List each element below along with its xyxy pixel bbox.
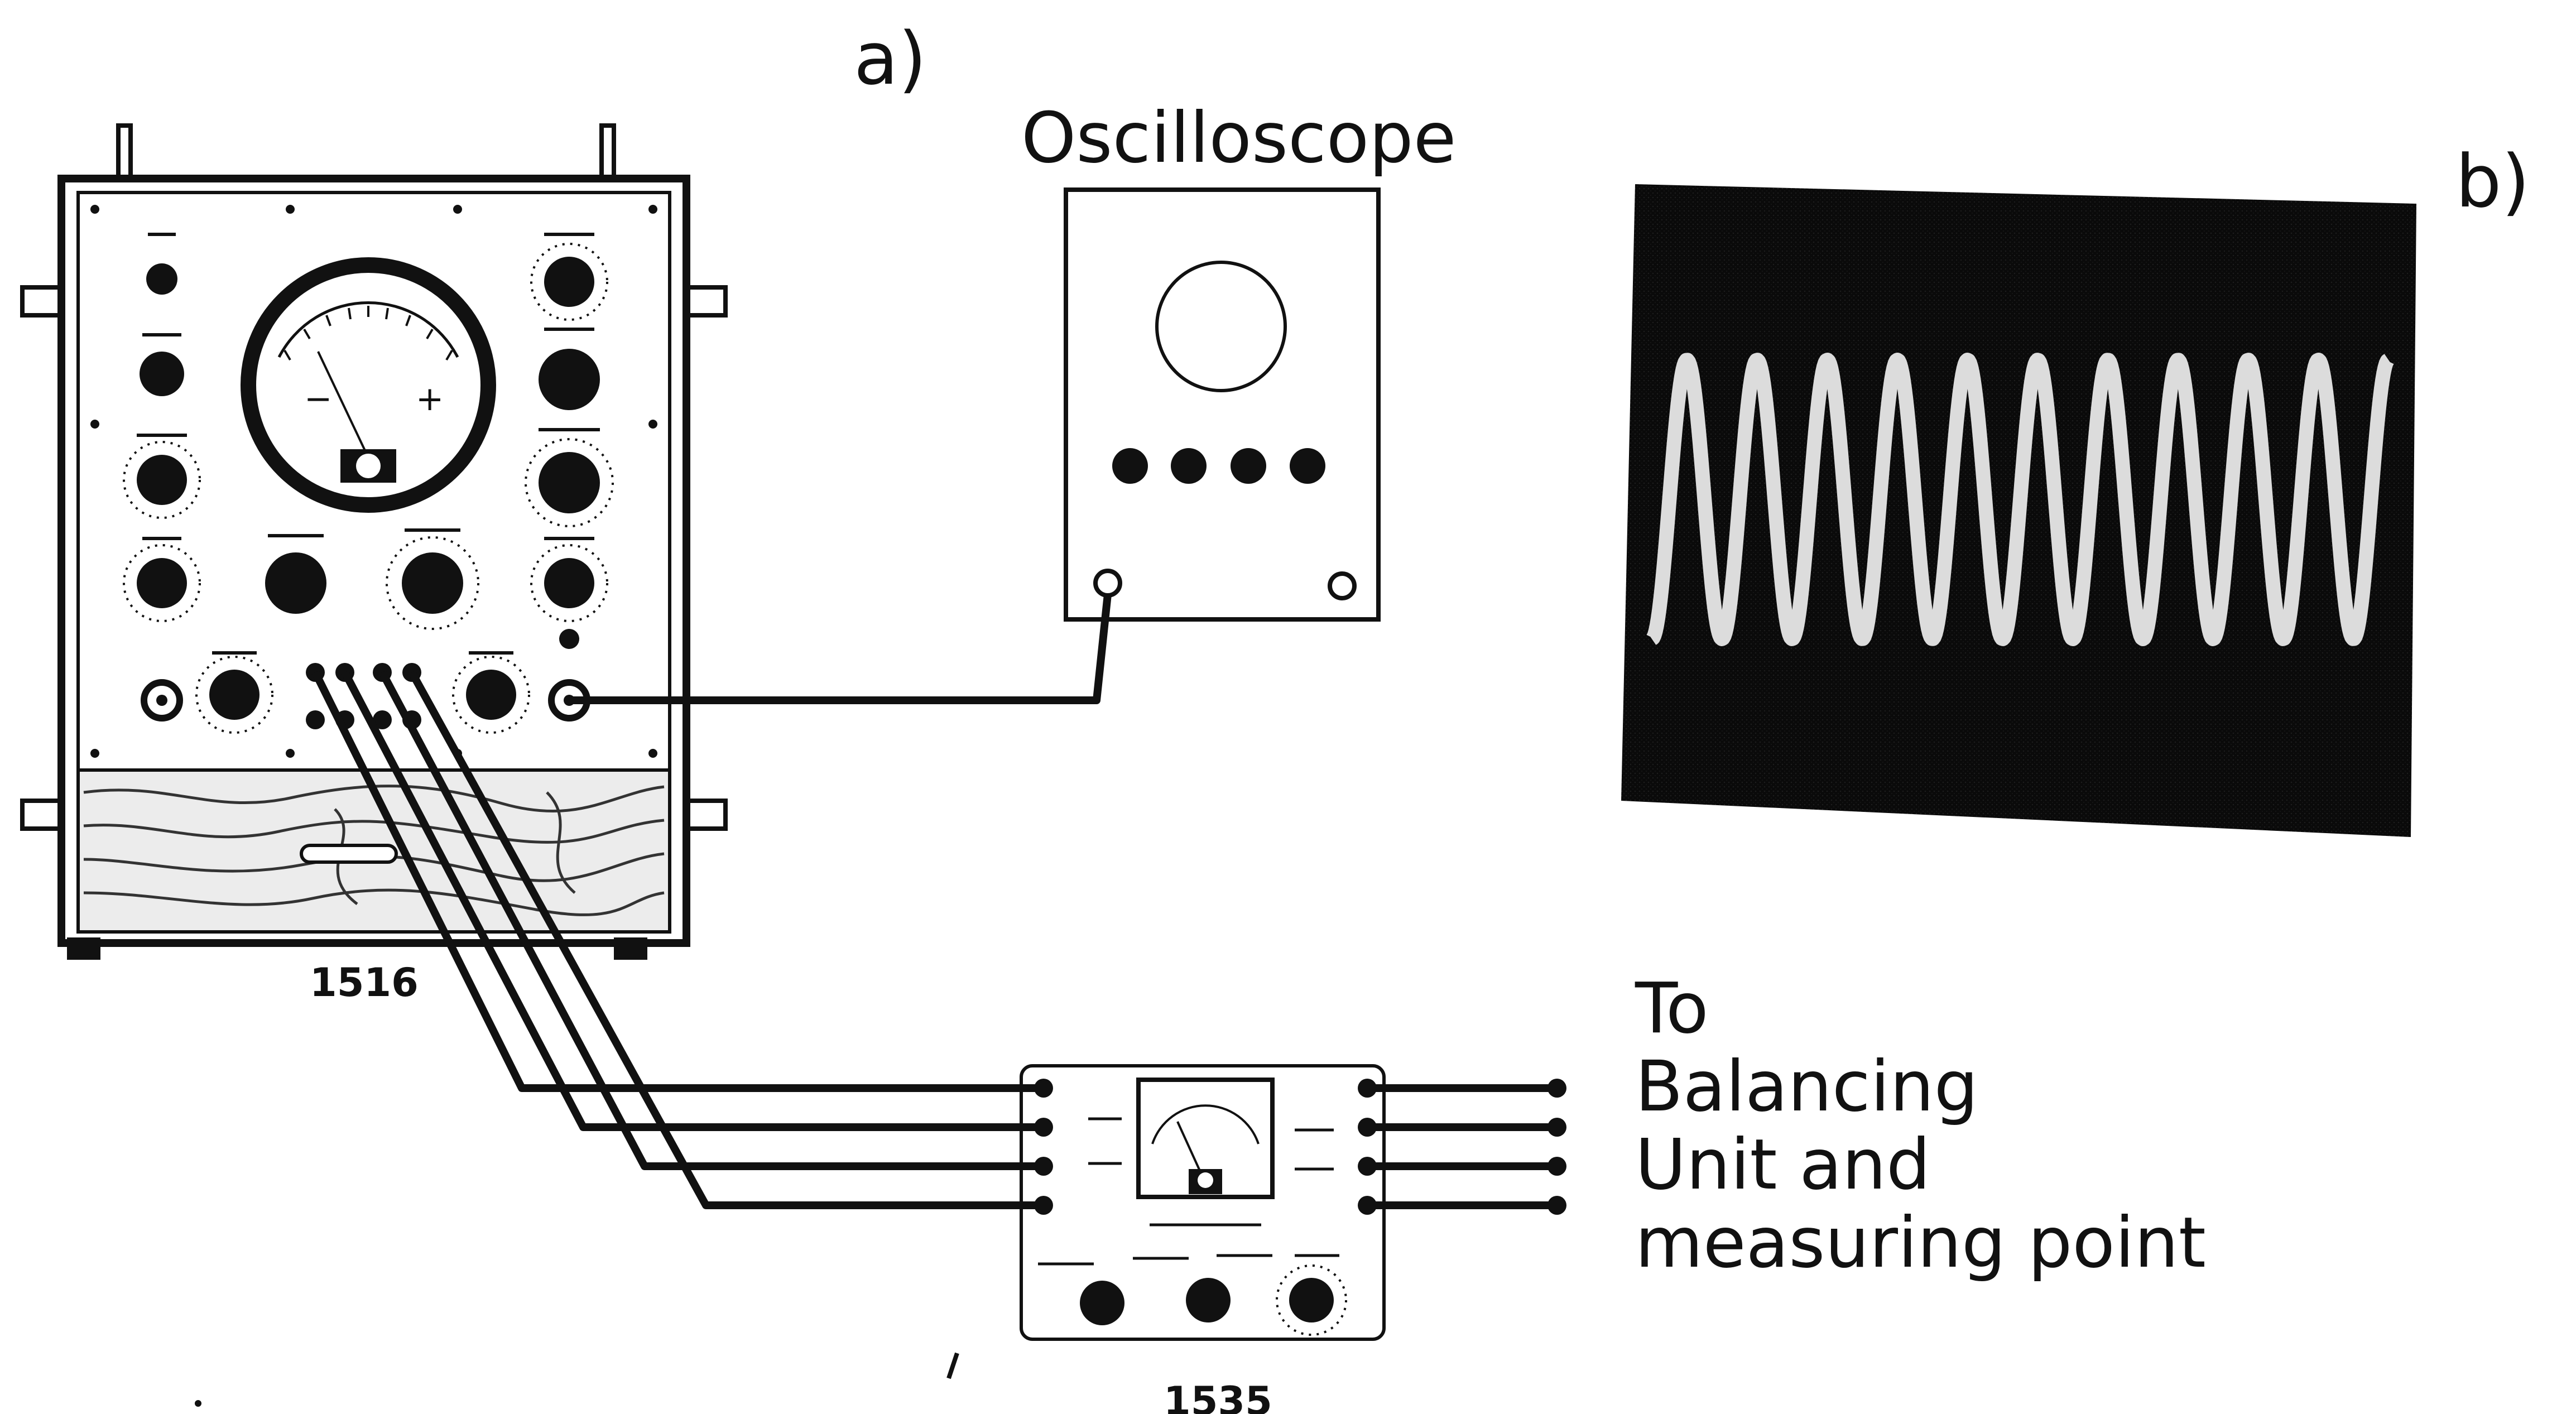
generator-model-label: 1516 — [310, 960, 419, 1006]
cable-icon — [341, 670, 1044, 1131]
knob-icon — [265, 552, 326, 614]
oscilloscope: Oscilloscope — [1021, 98, 1456, 622]
knob-icon — [137, 558, 187, 608]
svg-text:+: + — [416, 379, 444, 419]
oscilloscope-case — [1064, 187, 1381, 622]
stray-dot — [195, 1400, 201, 1407]
destination-line-4: measuring point — [1635, 1203, 2206, 1283]
terminal-icon — [373, 710, 392, 729]
foot-left — [67, 937, 100, 960]
destination-line-2: Balancing — [1635, 1046, 1978, 1127]
knob-icon — [402, 552, 463, 614]
knob-icon — [539, 349, 600, 410]
knob-icon — [559, 629, 579, 649]
terminal-icon — [1547, 1157, 1566, 1176]
cables — [311, 594, 1557, 1209]
destination-terminals — [1547, 1079, 1566, 1215]
trace-display — [1621, 184, 2416, 837]
foot-right — [614, 937, 647, 960]
knob-icon — [140, 352, 184, 396]
knob-dial-rings — [123, 243, 614, 734]
knob-icon — [544, 558, 594, 608]
panel-label-b: b) — [2455, 139, 2530, 224]
svg-text:−: − — [304, 379, 332, 419]
knob-icon — [1289, 1278, 1334, 1322]
oscilloscope-ground-jack — [1328, 571, 1357, 600]
meter-icon: + − — [241, 257, 496, 513]
coupler-knobs — [1080, 1278, 1334, 1325]
oscilloscope-knobs — [1112, 448, 1325, 484]
oscilloscope-screen — [1155, 261, 1287, 392]
cable-icon — [569, 594, 1112, 704]
knob-icon — [1186, 1278, 1231, 1322]
knob-icon — [1231, 448, 1266, 484]
knob-icon — [544, 257, 594, 307]
destination-label: To Balancing Unit and measuring point — [1635, 968, 2206, 1283]
knob-icon — [466, 670, 516, 720]
stray-mark — [946, 1352, 959, 1379]
panel-screws — [90, 205, 657, 758]
wood-slot — [300, 844, 398, 864]
coupler-1535: 1535 — [195, 1064, 1386, 1414]
destination-line-3: Unit and — [1635, 1124, 1930, 1205]
knob-icon — [1080, 1281, 1124, 1325]
terminal-icon — [1547, 1118, 1566, 1137]
cable-icon — [378, 670, 1044, 1170]
knob-icon — [1171, 448, 1207, 484]
knob-icon — [209, 670, 259, 720]
panel-label-a: a) — [854, 16, 926, 101]
generator-1516: + − — [20, 123, 728, 1006]
terminal-icon — [1547, 1196, 1566, 1215]
coupler-model-label: 1535 — [1164, 1378, 1272, 1414]
knob-icon — [146, 263, 177, 295]
knob-icon — [137, 455, 187, 505]
terminal-icon — [1547, 1079, 1566, 1098]
meter-icon — [1136, 1078, 1275, 1199]
oscilloscope-title: Oscilloscope — [1021, 98, 1456, 179]
cable-icon — [408, 670, 1044, 1209]
panel-legend-marks — [137, 233, 600, 655]
sine-trace — [1646, 353, 2395, 646]
knob-icon — [1112, 448, 1148, 484]
terminal-icon — [306, 710, 325, 729]
cable-icon — [311, 670, 1044, 1092]
destination-line-1: To — [1635, 968, 1709, 1049]
knob-icon — [1290, 448, 1325, 484]
coupler-legend-marks — [1038, 1117, 1339, 1266]
knob-icon — [539, 452, 600, 513]
oscilloscope-input-jack — [1093, 569, 1122, 598]
generator-knobs — [137, 257, 600, 720]
